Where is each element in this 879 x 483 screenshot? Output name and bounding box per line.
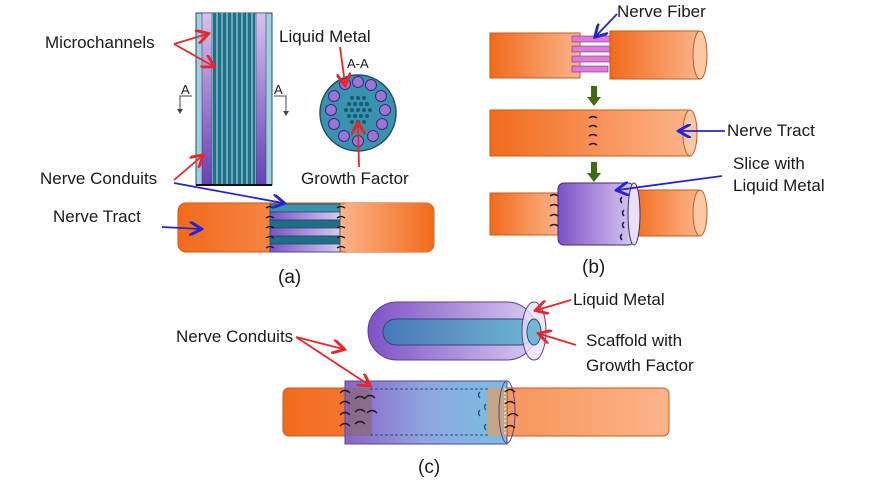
- nerve-with-conduit: [282, 380, 670, 445]
- label-liquid-metal-a: Liquid Metal: [279, 27, 371, 46]
- label-scaffold-line1: Scaffold with: [586, 331, 682, 350]
- sutures: [265, 205, 346, 249]
- nerve-severed: [489, 30, 708, 80]
- arrow-scaffold: [540, 334, 577, 346]
- label-slice-line1: Slice with: [733, 154, 805, 173]
- arrow-nerve-conduits-red: [173, 156, 202, 181]
- caption-b: (b): [582, 257, 605, 278]
- label-nerve-conduits-c: Nerve Conduits: [176, 327, 293, 346]
- section-mark-right: A: [274, 82, 289, 116]
- arrow-microchannels-2: [173, 43, 213, 66]
- svg-text:A-A: A-A: [347, 56, 369, 71]
- arrow-nerve-fiber: [596, 13, 618, 36]
- label-nerve-fiber: Nerve Fiber: [617, 2, 706, 21]
- arrow-nerve-tract-a: [161, 227, 200, 229]
- arrow-growth-factor: [358, 124, 359, 168]
- arrow-nerve-conduits-c2: [295, 336, 369, 385]
- arrow-liquid-metal-a: [340, 46, 345, 84]
- label-slice-line2: Liquid Metal: [733, 176, 825, 195]
- liquid-metal-ring: [325, 76, 391, 147]
- arrow-slice: [618, 175, 723, 190]
- conduit-tube: [367, 301, 547, 361]
- arrow-microchannels-1: [173, 34, 207, 45]
- label-growth-factor: Growth Factor: [301, 169, 409, 188]
- label-microchannels: Microchannels: [45, 33, 155, 52]
- conduit-bundle: [195, 12, 273, 186]
- label-scaffold-line2: Growth Factor: [586, 356, 694, 375]
- label-nerve-tract-b: Nerve Tract: [727, 121, 815, 140]
- svg-text:A: A: [181, 82, 190, 97]
- label-nerve-conduits-a: Nerve Conduits: [40, 169, 157, 188]
- nerve-sutured: [489, 109, 698, 157]
- arrow-nerve-conduits-blue: [173, 182, 283, 203]
- panel-a: A A A-A: [40, 12, 435, 288]
- arrow-liquid-metal-c: [537, 299, 572, 310]
- nerve-tract-with-conduits: [177, 202, 435, 253]
- cross-section-a-a: A-A: [319, 56, 397, 152]
- caption-c: (c): [418, 457, 440, 478]
- panel-c: Liquid Metal Nerve Conduits Scaffold wit…: [176, 290, 694, 478]
- arrow-nerve-conduits-c1: [295, 336, 343, 349]
- svg-text:A: A: [274, 82, 283, 97]
- label-liquid-metal-c: Liquid Metal: [573, 290, 665, 309]
- nerve-with-slice: [489, 182, 708, 246]
- microchannel-lines: [216, 13, 253, 185]
- panel-b: Nerve Fiber Nerve Tract Slice with Liqui…: [489, 2, 825, 278]
- caption-a: (a): [278, 267, 301, 288]
- section-mark-left: A: [177, 82, 192, 114]
- label-nerve-tract-a: Nerve Tract: [53, 207, 141, 226]
